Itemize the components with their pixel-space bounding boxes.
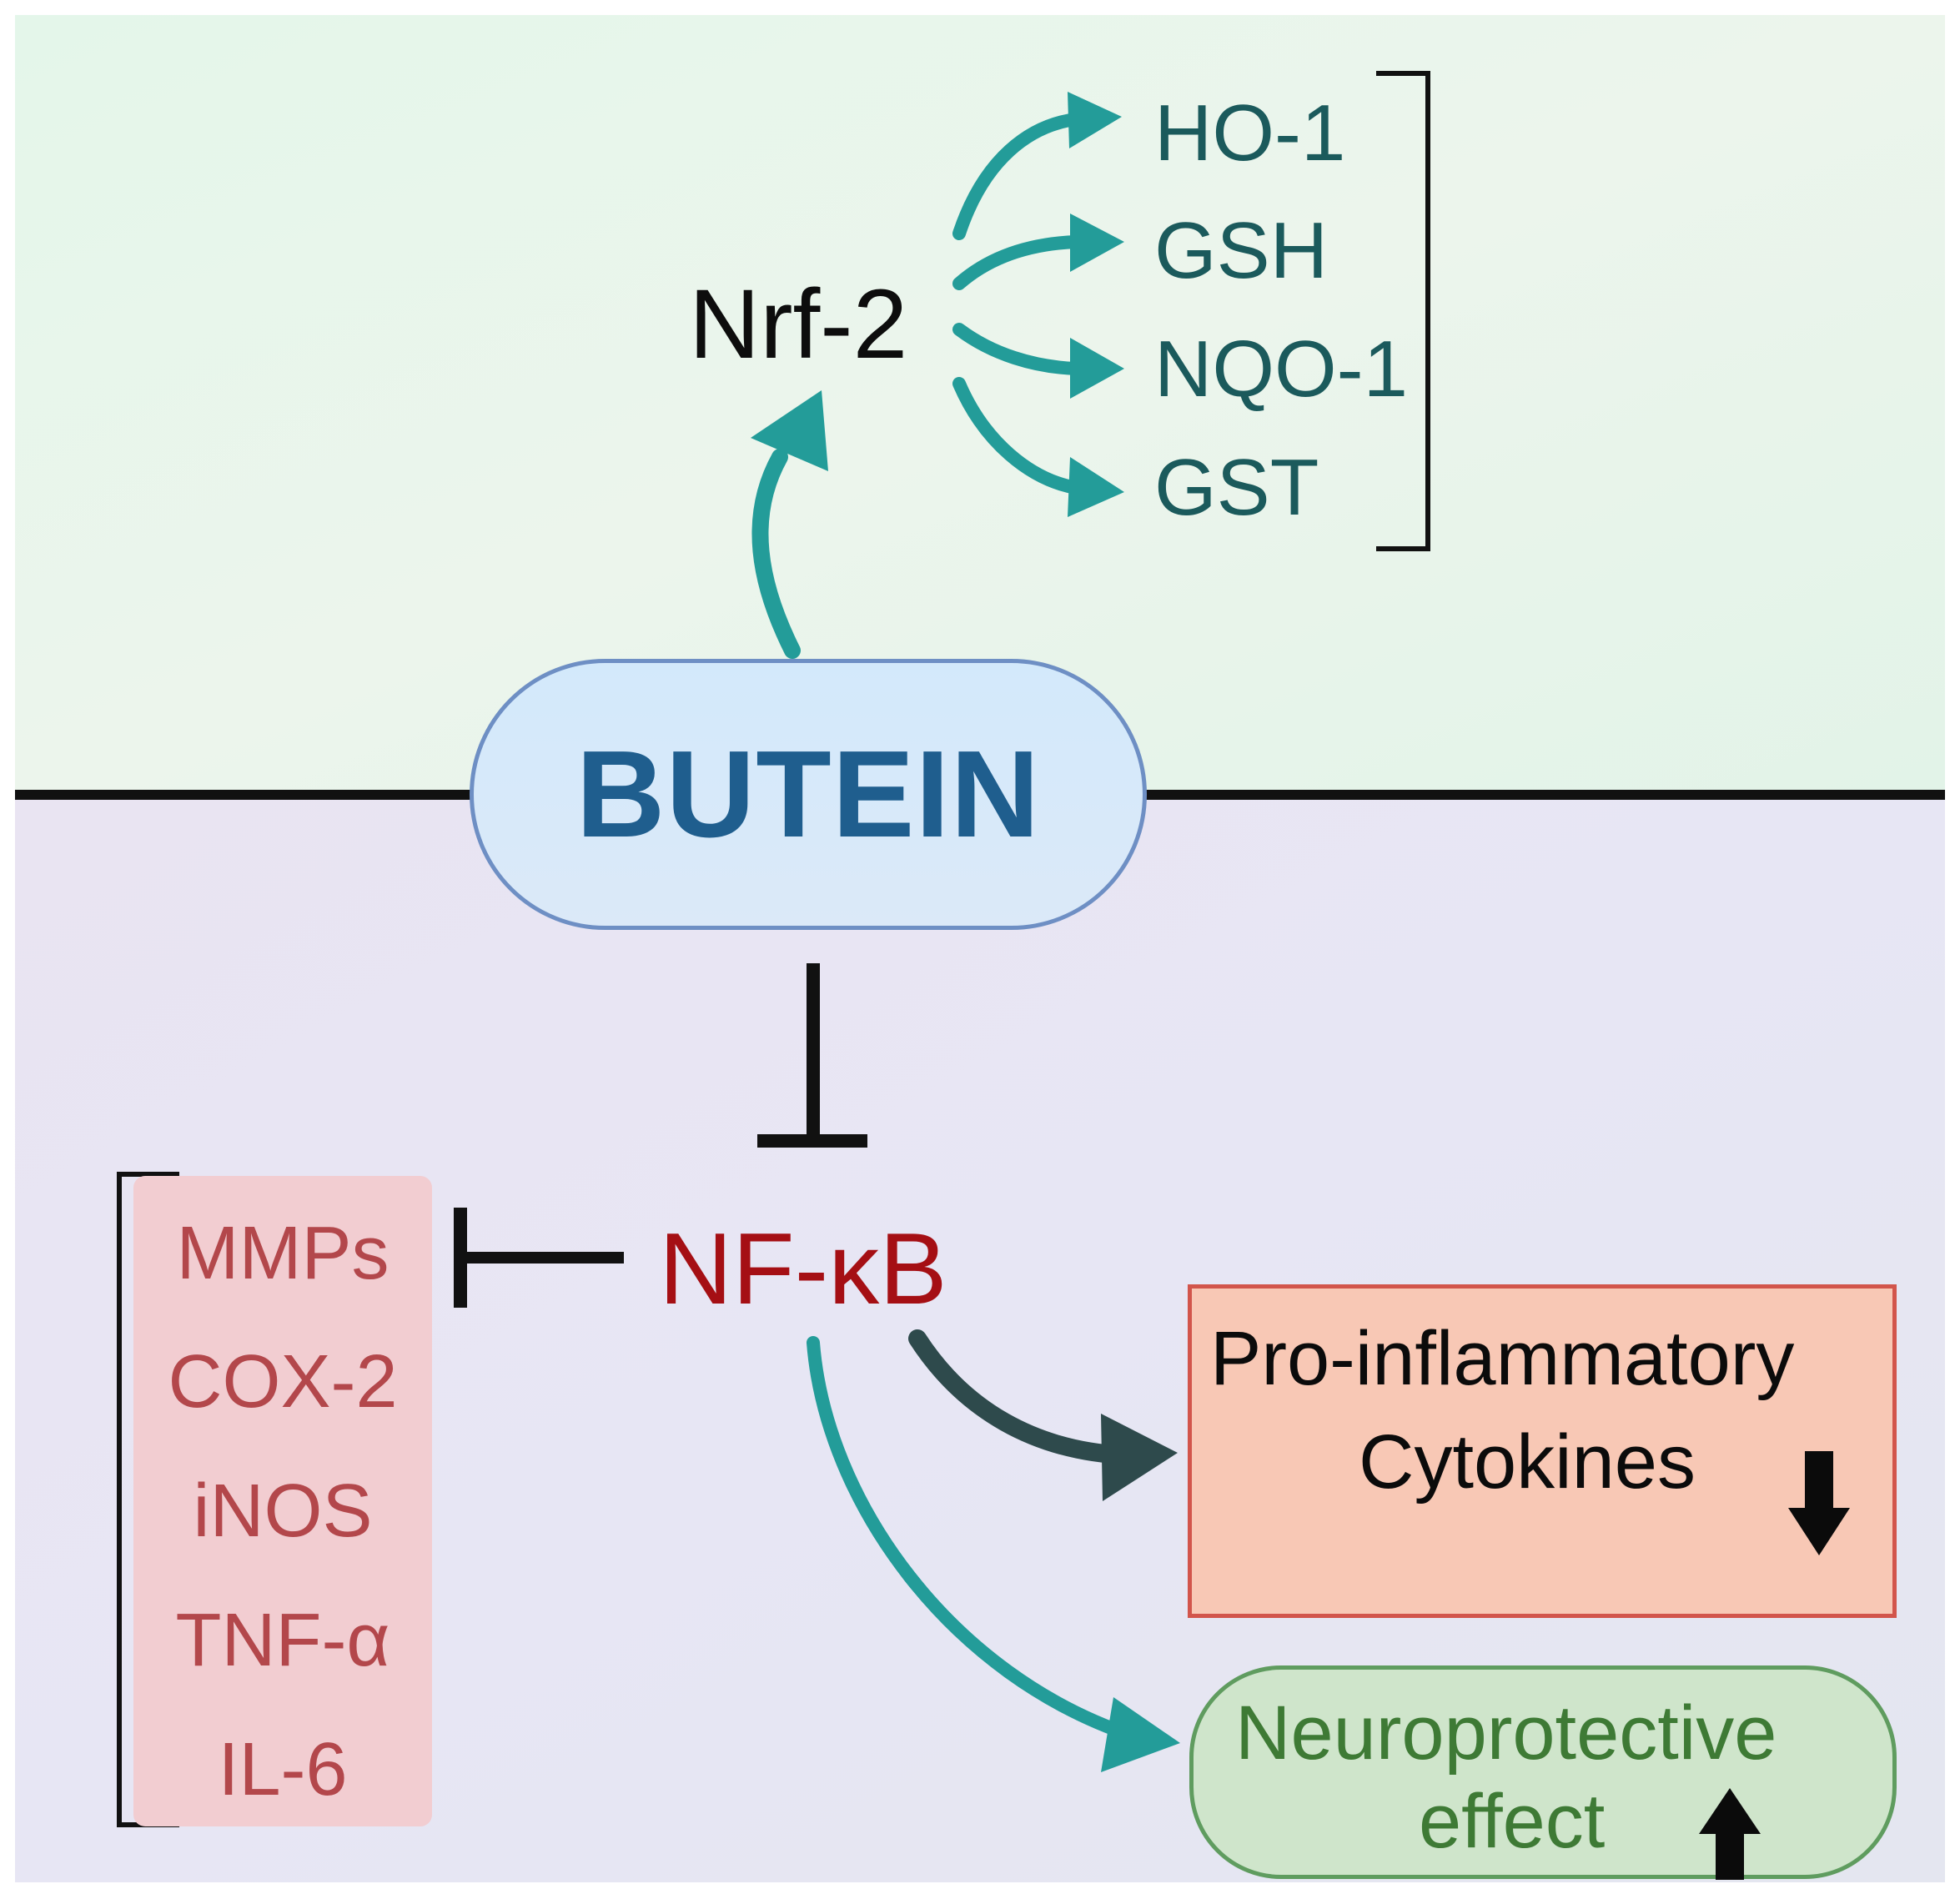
mediators-box: MMPs COX-2 iNOS TNF-α IL-6 (133, 1176, 432, 1826)
nrf2-to-nqo1-arrow (952, 323, 1083, 375)
neuroprotective-line2: effect (1419, 1779, 1606, 1864)
butein-node: BUTEIN (470, 659, 1147, 930)
cytokines-line2: Cytokines (1359, 1419, 1696, 1505)
nrf2-to-ho1-arrowhead (1068, 92, 1122, 148)
nrf2-to-ho1-arrow (952, 113, 1083, 240)
nfkb-to-neuro-arrow (807, 1336, 1141, 1743)
target-ho1-label: HO-1 (1154, 88, 1346, 178)
down-arrow-icon (1788, 1451, 1850, 1555)
butein-label: BUTEIN (575, 725, 1041, 863)
target-nqo1-label: NQO-1 (1154, 324, 1409, 414)
target-gsh-label: GSH (1154, 206, 1329, 295)
mediator-cox2: COX-2 (168, 1340, 398, 1424)
nrf2-to-gst-arrowhead (1068, 457, 1124, 517)
cytokines-line1: Pro-inflammatory (1210, 1316, 1795, 1401)
neuroprotective-box: Neuroprotective effect (1189, 1665, 1897, 1880)
neuroprotective-line1: Neuroprotective (1235, 1691, 1777, 1776)
nfkb-to-cytokines-arrowhead (1101, 1414, 1178, 1501)
targets-bracket (1376, 71, 1430, 551)
nrf2-to-gst-arrow (952, 377, 1083, 495)
butein-to-nrf2-arrowhead (751, 390, 828, 471)
cytokines-box: Pro-inflammatory Cytokines (1188, 1284, 1897, 1618)
nfkb-to-neuro-arrowhead (1101, 1697, 1180, 1772)
nrf2-to-gsh-arrowhead (1070, 214, 1124, 272)
nrf2-label: Nrf-2 (689, 269, 908, 379)
mediator-inos: iNOS (193, 1469, 373, 1553)
mediator-tnfa: TNF-α (175, 1599, 390, 1682)
up-arrow-icon (1699, 1788, 1761, 1880)
butein-to-nrf2-arrow (751, 449, 801, 659)
nfkb-label: NF-κB (659, 1212, 947, 1325)
nrf2-to-gsh-arrow (952, 235, 1083, 290)
mediator-mmps: MMPs (176, 1212, 389, 1295)
nrf2-to-nqo1-arrowhead (1070, 338, 1124, 399)
target-gst-label: GST (1154, 443, 1319, 532)
nfkb-to-cytokines-arrow (908, 1329, 1135, 1464)
mediator-il6: IL-6 (218, 1728, 348, 1811)
